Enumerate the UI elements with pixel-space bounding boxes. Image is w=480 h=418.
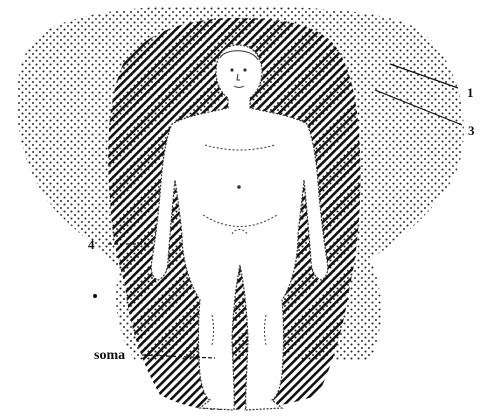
stray-speck — [93, 294, 97, 298]
label-3: 3 — [468, 123, 475, 138]
label-1: 1 — [467, 85, 474, 100]
label-soma: soma — [94, 348, 125, 363]
label-4: 4 — [88, 237, 95, 252]
